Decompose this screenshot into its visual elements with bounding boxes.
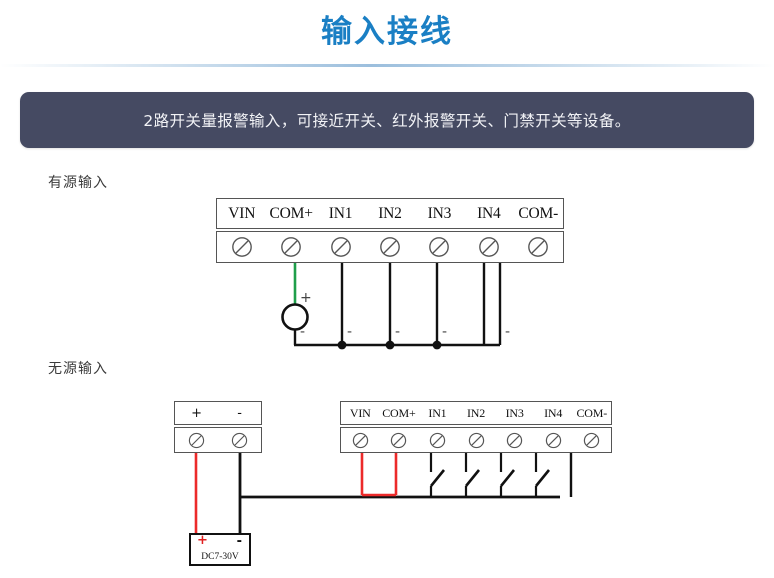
screw-terminal-icon (231, 237, 252, 257)
terminal-label-in4: IN4 (544, 405, 563, 420)
screw-terminal-icon (429, 237, 450, 257)
screw-terminal-icon (506, 432, 523, 448)
section-label-passive-input: 无源输入 (48, 361, 108, 377)
terminal-label-in3: IN3 (505, 405, 524, 420)
terminal-label-in1: IN1 (428, 405, 447, 420)
screw-terminal-icon (391, 432, 407, 448)
power-terminal-label-minus: - (237, 405, 242, 421)
terminal-screw-in1 (418, 432, 457, 449)
terminal-screw-comp (380, 432, 419, 449)
dc-supply-plus-sign: + (197, 533, 208, 548)
screw-terminal-icon (352, 432, 368, 448)
screw-terminal-icon (429, 432, 446, 448)
terminal-label-comm: COM- (576, 405, 608, 420)
terminal-screw-vin (217, 236, 266, 258)
switch-contact-in1 (429, 469, 446, 497)
terminal-label-in4: IN4 (477, 204, 501, 222)
screw-terminal-icon (584, 432, 600, 448)
terminal-label-comm: COM- (518, 204, 559, 222)
description-banner: 2路开关量报警输入，可接近开关、红外报警开关、门禁开关等设备。 (20, 92, 754, 148)
terminal-screw-comp (266, 236, 315, 258)
terminal-label-in2: IN2 (378, 204, 402, 222)
source-plus-sign: + (300, 290, 312, 306)
screw-terminal-icon (478, 237, 499, 257)
power-terminal-label-plus: + (191, 405, 202, 421)
switch-contact-in2 (464, 469, 481, 497)
dc-power-supply-box: + - DC7-30V (189, 533, 251, 566)
screw-terminal-icon (380, 237, 400, 257)
screw-terminal-icon (281, 237, 301, 257)
terminal-screw-in3 (495, 432, 534, 449)
rail-minus-sign-2: - (395, 324, 401, 340)
power-terminal-screw-plus (175, 432, 218, 449)
terminal-screw-in4 (534, 432, 573, 449)
terminal-label-in1: IN1 (328, 204, 353, 222)
screw-terminal-icon (330, 237, 351, 257)
terminal-label-row: VIN COM+ IN1 IN2 IN3 IN4 COM- (216, 198, 564, 229)
terminal-label-comp: COM+ (382, 405, 416, 420)
terminal-screw-in2 (365, 236, 414, 258)
page-title: 输入接线 (321, 14, 453, 50)
power-terminal-block: + - (174, 401, 262, 453)
dc-supply-rating: DC7-30V (201, 552, 239, 562)
terminal-label-comp: COM+ (269, 204, 313, 222)
terminal-screw-vin (341, 432, 380, 449)
switch-contact-in3 (499, 469, 516, 497)
power-terminal-screw-minus (218, 432, 261, 449)
terminal-label-vin: VIN (349, 405, 371, 420)
screw-terminal-icon (545, 432, 561, 448)
section-label-active-input: 有源输入 (48, 175, 108, 191)
passive-input-terminal-block: VIN COM+ IN1 IN2 IN3 IN4 COM- (340, 401, 612, 453)
terminal-label-vin: VIN (228, 204, 256, 222)
header-divider (0, 64, 774, 67)
power-terminal-label-row: + - (174, 401, 262, 425)
rail-minus-sign-3: - (442, 324, 448, 340)
banner-text: 2路开关量报警输入，可接近开关、红外报警开关、门禁开关等设备。 (143, 112, 631, 130)
switch-contact-in4 (534, 469, 551, 497)
rail-minus-sign-1: - (347, 324, 353, 340)
source-minus-sign: - (300, 324, 306, 340)
dc-supply-minus-sign: - (236, 534, 242, 549)
power-terminal-screw-row (174, 427, 262, 453)
screw-terminal-icon (188, 432, 205, 448)
terminal-label-in3: IN3 (427, 204, 452, 222)
terminal-screw-row (340, 427, 612, 453)
terminal-screw-in2 (457, 432, 496, 449)
terminal-label-in2: IN2 (466, 405, 486, 420)
screw-terminal-icon (528, 237, 549, 257)
terminal-screw-in1 (316, 236, 365, 258)
terminal-screw-row (216, 231, 564, 263)
terminal-screw-in3 (415, 236, 464, 258)
screw-terminal-icon (231, 432, 248, 448)
rail-minus-sign-4: - (505, 324, 511, 340)
terminal-screw-comm (514, 236, 563, 258)
active-input-terminal-block: VIN COM+ IN1 IN2 IN3 IN4 COM- (216, 198, 564, 263)
terminal-label-row: VIN COM+ IN1 IN2 IN3 IN4 COM- (340, 401, 612, 425)
screw-terminal-icon (468, 432, 484, 448)
terminal-screw-in4 (464, 236, 513, 258)
terminal-screw-comm (572, 432, 611, 449)
